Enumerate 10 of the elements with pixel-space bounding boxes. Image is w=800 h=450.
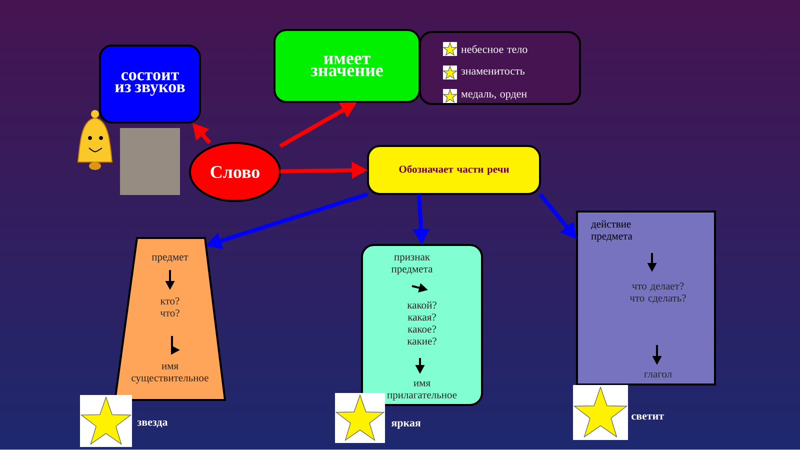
ellipse-node: Слово	[189, 142, 281, 202]
rounded-box: состоит из звуков	[99, 44, 201, 124]
star-caption: светит	[632, 414, 664, 420]
rounded-box: Обозначает части речи	[367, 145, 541, 195]
rounded-box: небесное тело знаменитость медаль, орден	[419, 31, 581, 105]
star-caption: яркая	[391, 421, 421, 429]
rounded-box: имеет значение	[274, 29, 420, 103]
star-caption: звезда	[137, 420, 168, 428]
rounded-box: признак предмета какой? какая? какое? какие? имя прилагательное	[361, 244, 483, 406]
rect-box: действие предмета что делает? что сделать? глагол	[576, 210, 716, 386]
